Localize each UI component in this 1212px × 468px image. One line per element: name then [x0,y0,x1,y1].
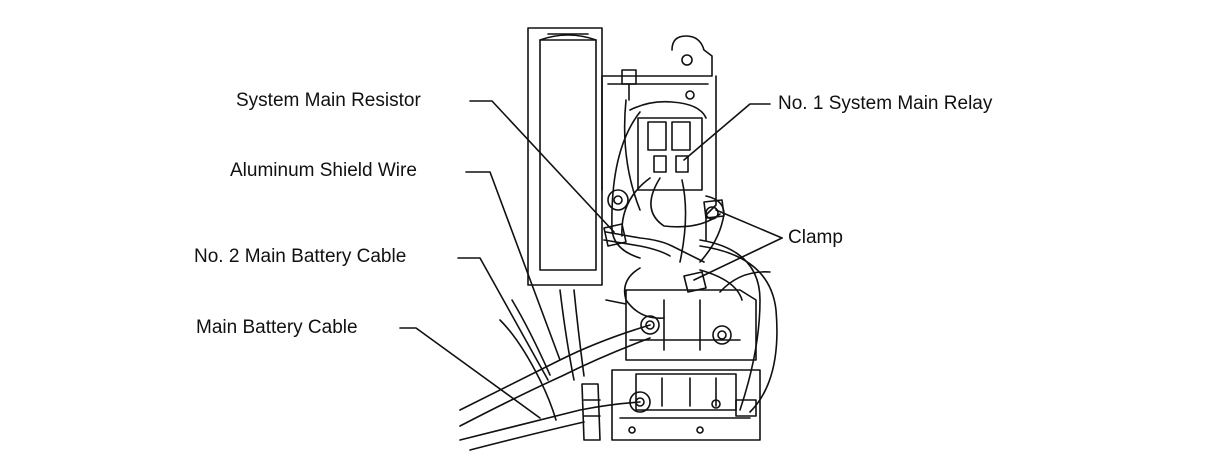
label-no2-main-battery-cable: No. 2 Main Battery Cable [194,246,407,267]
label-clamp: Clamp [788,227,843,248]
top-connector [621,69,641,211]
no1-system-main-relay-block [629,100,707,191]
label-main-battery-cable: Main Battery Cable [196,317,358,338]
leader-main-battery-cable [399,327,541,419]
system-main-resistor-housing [527,27,603,286]
leader-aluminum-shield-wire [465,171,561,361]
label-no1-system-main-relay: No. 1 System Main Relay [778,93,993,114]
leader-no1-system-main-relay [683,103,771,161]
leader-clamp-lower [693,237,783,281]
label-system-main-resistor: System Main Resistor [236,90,421,111]
cable-clip [581,383,601,441]
wiring-harness [603,111,778,413]
upper-terminal-block [605,271,771,361]
label-aluminum-shield-wire: Aluminum Shield Wire [230,160,417,181]
main-battery-cables [459,289,651,451]
leader-lines [399,100,783,419]
lower-terminal-block [611,369,761,441]
leader-system-main-resistor [469,100,615,233]
clamp-parts [603,199,725,293]
leader-clamp-upper [715,209,783,239]
relay-bracket [601,35,719,241]
leader-no2-main-battery-cable [457,257,549,381]
